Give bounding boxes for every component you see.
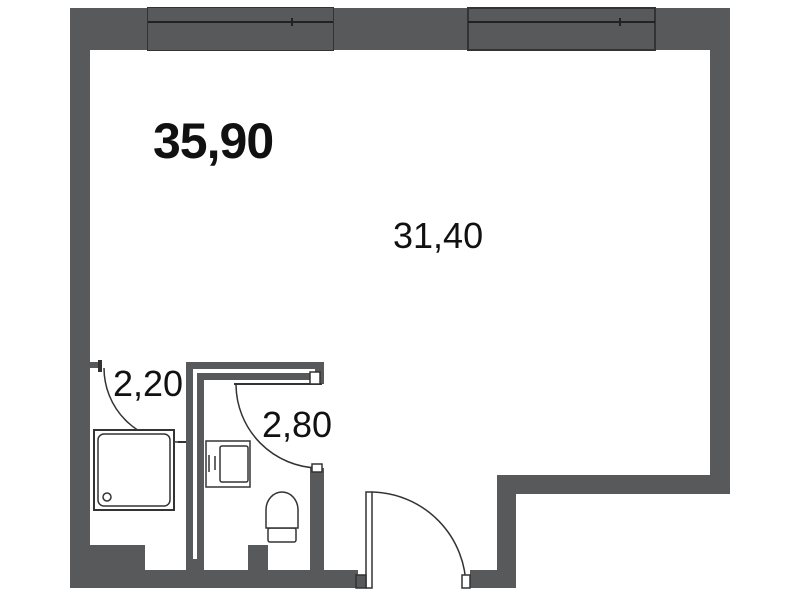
toilet-icon xyxy=(265,491,299,543)
wall-bathroom-right-lower xyxy=(310,468,324,570)
window-right xyxy=(467,7,656,51)
door-bathroom xyxy=(234,371,323,473)
wall-shower-stub xyxy=(90,362,100,368)
wall-bottom-right xyxy=(470,570,516,588)
total-area-label: 35,90 xyxy=(153,113,273,169)
bathroom-area-label: 2,80 xyxy=(262,404,332,445)
outer-walls xyxy=(70,8,730,588)
wall-bottom-mid xyxy=(248,570,358,588)
shower-tray-icon xyxy=(93,429,175,511)
wall-top-middle xyxy=(333,8,468,50)
wall-right-return xyxy=(497,475,516,588)
wall-right-bottom xyxy=(497,475,730,494)
sink-icon xyxy=(205,440,251,488)
wall-left xyxy=(70,8,90,588)
door-entrance xyxy=(355,491,471,589)
interior-wall-inner xyxy=(193,369,315,559)
wall-shower-bottom xyxy=(90,545,145,570)
wall-right xyxy=(710,8,730,494)
wall-bottom-left xyxy=(70,570,250,588)
living-room-area-label: 31,40 xyxy=(393,215,483,256)
window-left xyxy=(147,7,334,51)
shower-area-label: 2,20 xyxy=(113,363,183,404)
